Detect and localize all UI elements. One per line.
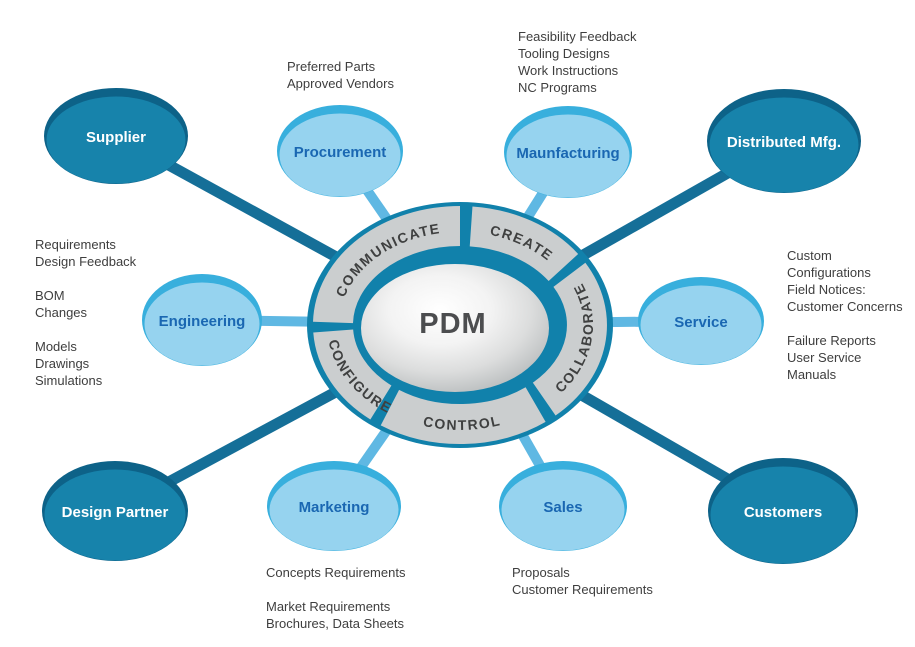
node-body bbox=[640, 285, 762, 365]
node-label: Maunfacturing bbox=[516, 145, 619, 162]
node-label: Customers bbox=[744, 504, 822, 521]
node-label: Procurement bbox=[294, 144, 387, 161]
node-label: Distributed Mfg. bbox=[727, 134, 841, 151]
node-customers: Customers bbox=[708, 458, 858, 564]
node-marketing: Marketing bbox=[267, 461, 401, 551]
node-body bbox=[710, 466, 856, 564]
node-procurement: Procurement bbox=[277, 105, 403, 197]
nodes: Supplier Procurement Maunfacturing Distr… bbox=[42, 88, 861, 564]
node-body bbox=[44, 469, 186, 561]
node-engineering: Engineering bbox=[142, 274, 262, 366]
service-notes: Custom Configurations Field Notices: Cus… bbox=[787, 248, 903, 382]
ring-segment-create bbox=[469, 206, 579, 282]
node-distributed-mfg: Distributed Mfg. bbox=[707, 89, 861, 193]
node-label: Design Partner bbox=[62, 504, 169, 521]
manufacturing-notes: Feasibility Feedback Tooling Designs Wor… bbox=[518, 29, 637, 95]
node-label: Service bbox=[674, 314, 727, 331]
ring-segment-collaborate bbox=[532, 262, 607, 416]
ring-segment-communicate bbox=[313, 206, 461, 324]
node-body bbox=[279, 113, 401, 197]
ring-segment-control bbox=[380, 387, 546, 445]
node-body bbox=[46, 96, 186, 184]
node-label: Supplier bbox=[86, 129, 146, 146]
node-body bbox=[144, 282, 260, 366]
node-label: Sales bbox=[543, 499, 582, 516]
hub-ring: PDM COMMUNICATE CREATE COLLABORATE CONTR… bbox=[307, 202, 613, 448]
node-body bbox=[506, 114, 630, 198]
node-label: Engineering bbox=[159, 313, 246, 330]
engineering-notes: Requirements Design Feedback BOM Changes… bbox=[35, 237, 137, 388]
ring-label-control: CONTROL bbox=[422, 412, 502, 433]
hub-title: PDM bbox=[419, 308, 486, 340]
node-design-partner: Design Partner bbox=[42, 461, 188, 561]
node-sales: Sales bbox=[499, 461, 627, 551]
hub-sphere bbox=[361, 264, 549, 392]
marketing-notes: Concepts Requirements Market Requirement… bbox=[266, 565, 406, 631]
sales-notes: Proposals Customer Requirements bbox=[512, 565, 653, 597]
node-service: Service bbox=[638, 277, 764, 365]
node-body bbox=[709, 97, 859, 193]
node-manufacturing: Maunfacturing bbox=[504, 106, 632, 198]
node-body bbox=[269, 469, 399, 551]
node-body bbox=[501, 469, 625, 551]
node-label: Marketing bbox=[299, 499, 370, 516]
procurement-notes: Preferred Parts Approved Vendors bbox=[287, 59, 394, 91]
node-supplier: Supplier bbox=[44, 88, 188, 184]
ring-segment-configure bbox=[313, 328, 392, 420]
